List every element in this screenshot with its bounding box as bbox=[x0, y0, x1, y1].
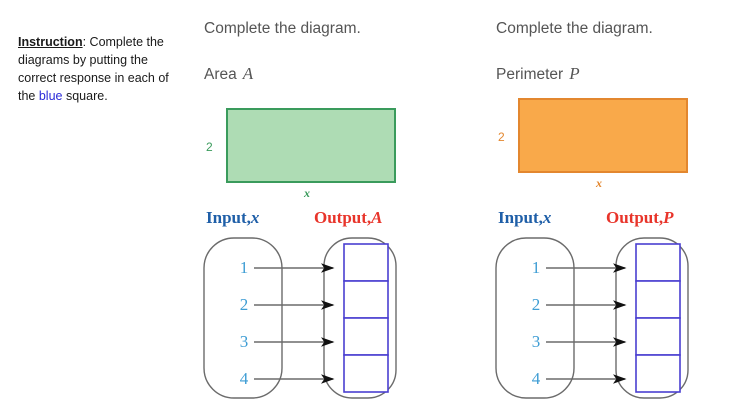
area-input-value-2: 2 bbox=[239, 295, 249, 314]
area-input-value-4: 4 bbox=[239, 369, 249, 388]
instruction-panel: Instruction: Complete the diagrams by pu… bbox=[18, 33, 176, 106]
panel-area-heading: Complete the diagram. bbox=[204, 20, 361, 37]
panel-perimeter-subheading-label: Perimeter bbox=[496, 66, 564, 83]
perimeter-output-title-label: Output, bbox=[606, 208, 664, 227]
area-answer-box-2[interactable] bbox=[343, 280, 389, 319]
panel-area-subheading-symbol: A bbox=[242, 64, 254, 83]
area-input-value-1: 1 bbox=[239, 258, 249, 277]
perimeter-rectangle-width-label: x bbox=[596, 176, 602, 190]
area-input-title-label: Input, bbox=[206, 208, 251, 227]
perimeter-input-title-label: Input, bbox=[498, 208, 543, 227]
area-output-title-var: A bbox=[371, 208, 383, 227]
perimeter-output-oval bbox=[615, 237, 689, 399]
perimeter-answer-box-3[interactable] bbox=[635, 317, 681, 356]
area-input-title-var: x bbox=[250, 208, 260, 227]
perimeter-input-value-4: 4 bbox=[531, 369, 541, 388]
perimeter-input-oval bbox=[495, 237, 575, 399]
area-input-value-3: 3 bbox=[239, 332, 249, 351]
panel-perimeter-subheading-symbol: P bbox=[569, 64, 580, 83]
area-mapping-graphic bbox=[203, 237, 397, 399]
perimeter-answer-box-4[interactable] bbox=[635, 354, 681, 393]
perimeter-input-title-var: x bbox=[542, 208, 552, 227]
area-input-column-title: Input,x bbox=[206, 208, 259, 228]
panel-area-subheading-label: Area bbox=[204, 66, 237, 83]
perimeter-input-value-2: 2 bbox=[531, 295, 541, 314]
area-input-oval bbox=[203, 237, 283, 399]
instruction-text-before: : Complete the diagrams by putting the c… bbox=[18, 35, 169, 104]
perimeter-output-title-var: P bbox=[663, 208, 674, 227]
perimeter-mapping-graphic bbox=[495, 237, 689, 399]
panel-perimeter-subheading: Perimeter P bbox=[496, 64, 580, 84]
area-answer-box-3[interactable] bbox=[343, 317, 389, 356]
perimeter-input-column-title: Input,x bbox=[498, 208, 551, 228]
perimeter-input-value-1: 1 bbox=[531, 258, 541, 277]
area-rectangle-shape bbox=[226, 108, 396, 183]
area-answer-box-1[interactable] bbox=[343, 243, 389, 282]
area-output-title-label: Output, bbox=[314, 208, 372, 227]
perimeter-mapping-diagram: Input,x Output,P 1 2 3 4 bbox=[488, 208, 728, 408]
area-answer-box-4[interactable] bbox=[343, 354, 389, 393]
perimeter-rectangle-shape bbox=[518, 98, 688, 173]
area-output-oval bbox=[323, 237, 397, 399]
perimeter-input-value-3: 3 bbox=[531, 332, 541, 351]
perimeter-answer-box-1[interactable] bbox=[635, 243, 681, 282]
area-rectangle-width-label: x bbox=[304, 186, 310, 200]
panel-area-subheading: Area A bbox=[204, 64, 253, 84]
area-mapping-diagram: Input,x Output,A 1 bbox=[196, 208, 436, 408]
instruction-lead-label: Instruction bbox=[18, 35, 83, 49]
perimeter-output-column-title: Output,P bbox=[606, 208, 674, 228]
area-output-column-title: Output,A bbox=[314, 208, 383, 228]
area-rectangle-height-label: 2 bbox=[206, 140, 213, 154]
instruction-blue-word: blue bbox=[38, 89, 63, 104]
perimeter-rectangle-height-label: 2 bbox=[498, 130, 505, 144]
instruction-text-after: square. bbox=[62, 89, 108, 104]
panel-perimeter-heading: Complete the diagram. bbox=[496, 20, 653, 37]
perimeter-answer-box-2[interactable] bbox=[635, 280, 681, 319]
